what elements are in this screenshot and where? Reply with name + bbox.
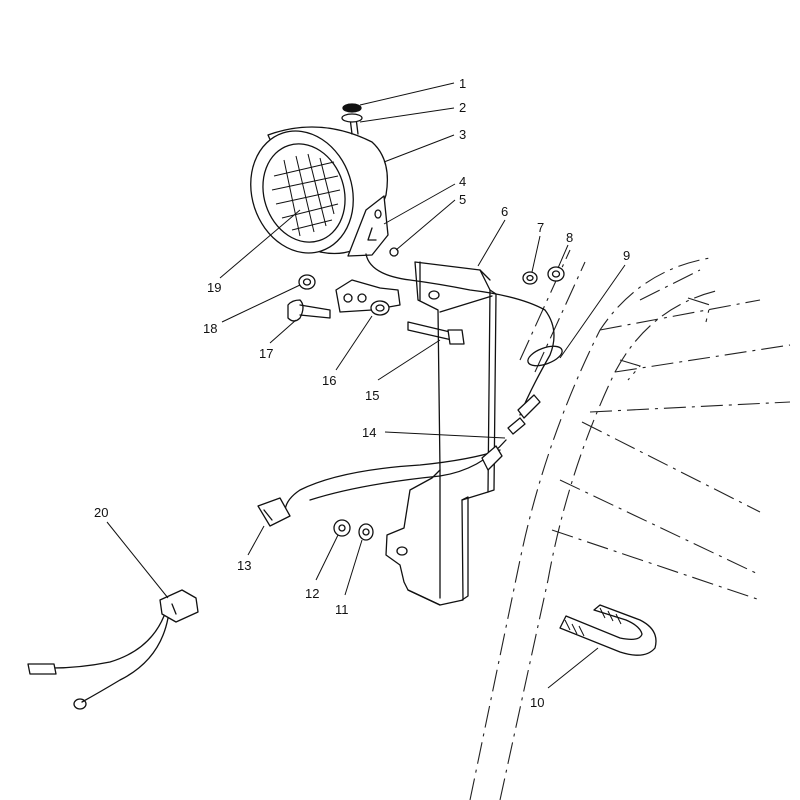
callout-1: 1: [459, 76, 466, 91]
callout-3: 3: [459, 127, 466, 142]
hardware: [287, 266, 657, 656]
washer-11: [358, 523, 374, 541]
leader-lines: [106, 82, 626, 689]
callout-13: 13: [237, 558, 251, 573]
callout-19: 19: [207, 280, 221, 295]
nut-12: [333, 519, 351, 537]
callout-6: 6: [501, 204, 508, 219]
callout-15: 15: [365, 388, 379, 403]
washer-7: [522, 271, 538, 285]
callout-7: 7: [537, 220, 544, 235]
callout-10: 10: [530, 695, 544, 710]
callout-14: 14: [362, 425, 376, 440]
callout-11: 11: [335, 602, 349, 617]
vehicle-body-outline: [469, 249, 791, 800]
callout-8: 8: [566, 230, 573, 245]
callout-12: 12: [305, 586, 319, 601]
bracket-16: [335, 279, 401, 313]
u-bolt-10: [559, 604, 657, 656]
lens-grid: [271, 153, 341, 237]
nut-8: [547, 266, 565, 282]
callout-4: 4: [459, 174, 466, 189]
callout-18: 18: [203, 321, 217, 336]
wiring-harness: [257, 253, 563, 527]
mounting-bracket: [385, 261, 497, 606]
separate-harness: [27, 589, 199, 710]
callout-5: 5: [459, 192, 466, 207]
nut-18: [298, 274, 316, 290]
bolt-17: [287, 299, 304, 322]
callout-labels: 1 2 3 4 5 6 7 8 9 10 11 12 13 14 15 16 1…: [94, 76, 630, 710]
work-light: [250, 103, 399, 257]
callout-20: 20: [94, 505, 108, 520]
callout-17: 17: [259, 346, 273, 361]
callout-9: 9: [623, 248, 630, 263]
callout-2: 2: [459, 100, 466, 115]
callout-16: 16: [322, 373, 336, 388]
